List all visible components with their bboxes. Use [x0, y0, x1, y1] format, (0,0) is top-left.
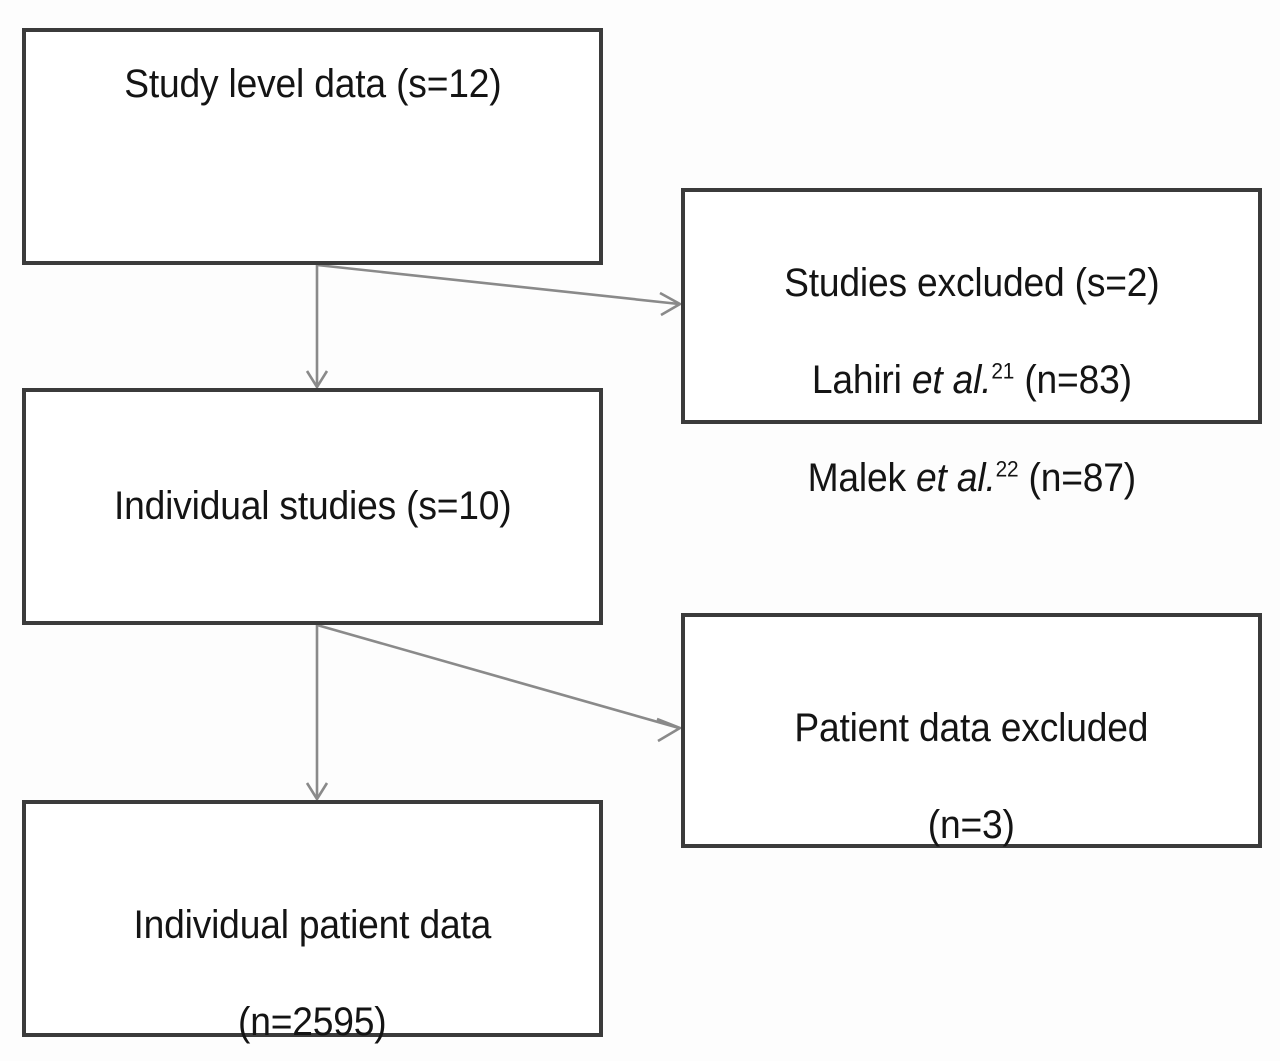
patient-data-excluded-line-1: Patient data excluded [794, 705, 1149, 750]
lahiri-name: Lahiri [811, 358, 912, 403]
connector-individual-studies-to-individual-patient-data [305, 625, 329, 802]
connector-study-level-to-studies-excluded [316, 263, 683, 317]
patient-data-excluded-line-2: (n=3) [928, 803, 1015, 848]
studies-excluded-line-2: Lahiri et al.21 (n=83) [784, 356, 1159, 405]
box-individual-patient-data-text: Individual patient data (n=2595) [134, 804, 492, 1061]
malek-et-al: et al. [915, 455, 996, 500]
box-individual-studies-label: Individual studies (s=10) [113, 484, 512, 529]
malek-count: (n=87) [1018, 455, 1136, 500]
lahiri-reference-number: 21 [991, 359, 1014, 385]
box-individual-studies: Individual studies (s=10) [22, 388, 603, 625]
box-patient-data-excluded-text: Patient data excluded (n=3) [795, 617, 1149, 899]
box-studies-excluded: Studies excluded (s=2) Lahiri et al.21 (… [681, 188, 1262, 500]
individual-patient-data-line-2: (n=2595) [238, 1000, 387, 1045]
lahiri-count: (n=83) [1013, 358, 1132, 403]
box-study-level-data: Study level data (s=12) [22, 28, 603, 265]
connector-individual-studies-to-patient-data-excluded [316, 623, 683, 743]
box-studies-excluded-text: Studies excluded (s=2) Lahiri et al.21 (… [783, 192, 1160, 552]
box-study-level-data-label: Study level data (s=12) [123, 62, 502, 106]
box-individual-patient-data: Individual patient data (n=2595) [22, 800, 603, 1044]
box-patient-data-excluded: Patient data excluded (n=3) [681, 613, 1262, 848]
malek-name: Malek [807, 455, 916, 500]
studies-excluded-line-1: Studies excluded (s=2) [783, 260, 1160, 305]
connector-study-level-to-individual-studies [305, 265, 329, 390]
lahiri-et-al: et al. [911, 358, 992, 403]
malek-reference-number: 22 [995, 456, 1019, 482]
studies-excluded-line-3: Malek et al.22 (n=87) [784, 454, 1159, 503]
individual-patient-data-line-1: Individual patient data [133, 902, 492, 947]
